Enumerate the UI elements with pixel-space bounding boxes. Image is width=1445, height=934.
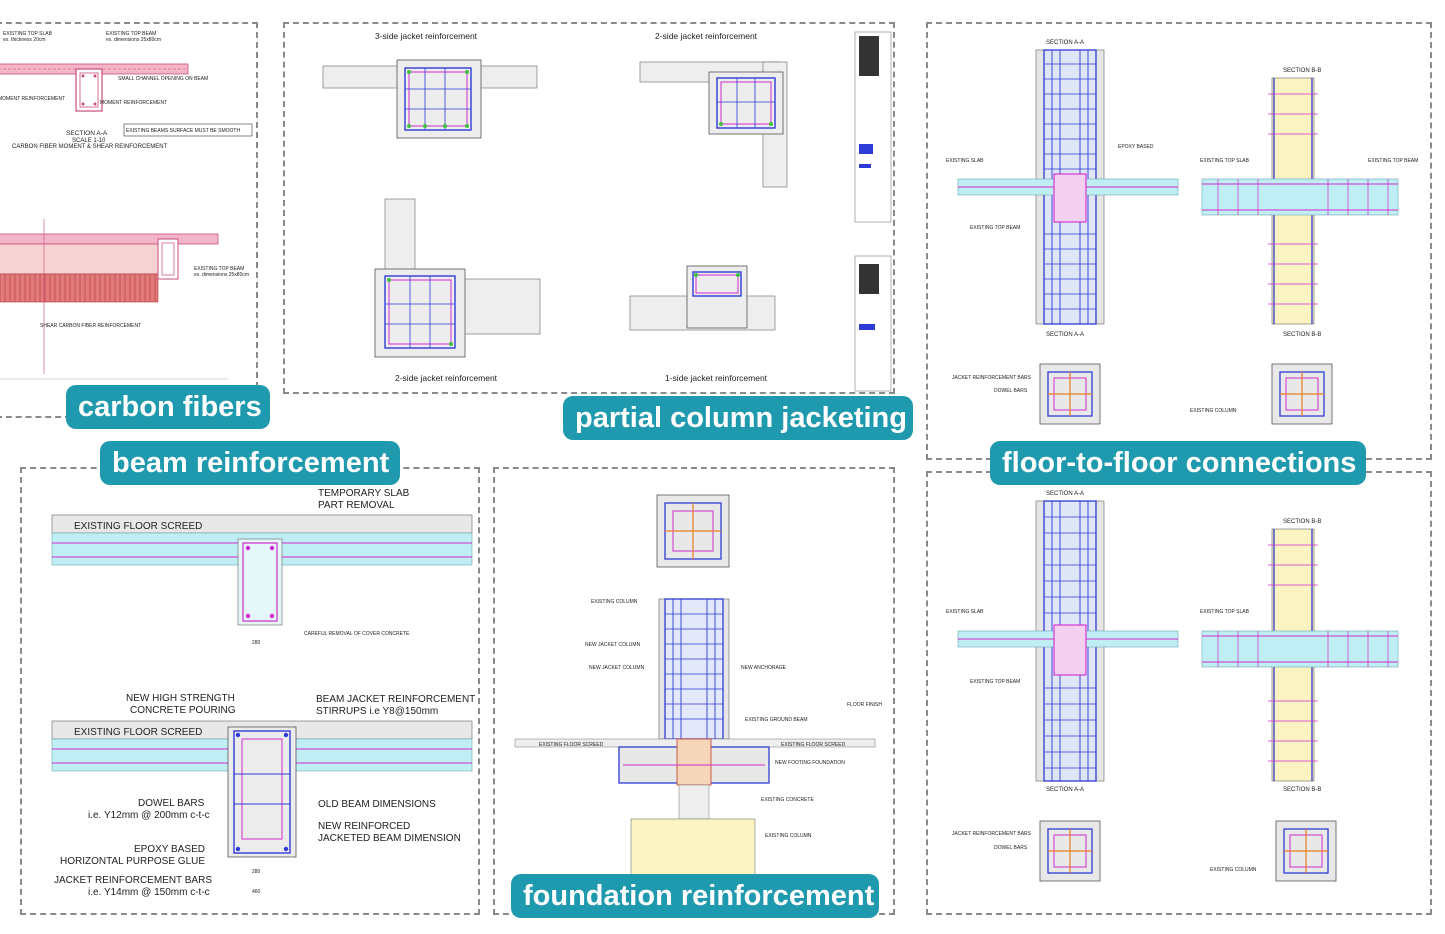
- beam-old-dimensions: OLD BEAM DIMENSIONS: [318, 799, 436, 810]
- floor2-existing-column: EXISTING COLUMN: [1210, 867, 1257, 873]
- floor-jacket-bars: JACKET REINFORCEMENT BARS: [952, 375, 1032, 381]
- floor-dowel-bars: DOWEL BARS: [994, 388, 1028, 394]
- beam-stirrups: STIRRUPS i.e Y8@150mm: [316, 706, 438, 717]
- beam-jacket-reinf: BEAM JACKET REINFORCEMENT: [316, 694, 475, 705]
- title-3side: 3-side jacket reinforcement: [375, 31, 478, 41]
- floor2-existing-top-slab: EXISTING TOP SLAB: [1200, 609, 1250, 615]
- beam-jacket-spec: i.e. Y14mm @ 150mm c-t-c: [88, 887, 210, 898]
- carbon-beam-dim: ex. dimensions 25x80cm: [106, 37, 161, 43]
- beam-jacketed-dim: JACKETED BEAM DIMENSION: [318, 833, 461, 844]
- carbon-existing-top-beam-2: EXISTING TOP BEAM: [194, 266, 244, 272]
- floor2-section-aa-top: SECTION A-A: [1046, 491, 1084, 497]
- beam-jacket-bars: JACKET REINFORCEMENT BARS: [54, 875, 212, 886]
- jacket-2side-bottom: [374, 198, 541, 358]
- beam-horizontal-glue: HORIZONTAL PURPOSE GLUE: [60, 856, 205, 867]
- beam-floor-screed-2: EXISTING FLOOR SCREED: [74, 727, 202, 738]
- floor-existing-top-slab: EXISTING TOP SLAB: [1200, 158, 1250, 164]
- beam-new-reinforced: NEW REINFORCED: [318, 821, 410, 832]
- beam-reinforcement-drawing: TEMPORARY SLAB PART REMOVAL EXISTING FLO…: [51, 488, 475, 898]
- carbon-small-channel: SMALL CHANNEL OPENING ON BEAM: [118, 76, 208, 82]
- beam-epoxy-based: EPOXY BASED: [134, 844, 205, 855]
- carbon-moment-reinf-left: MOMENT REINFORCEMENT: [0, 96, 65, 102]
- beam-concrete-pouring: CONCRETE POURING: [130, 705, 236, 716]
- title-1side: 1-side jacket reinforcement: [665, 373, 768, 383]
- floor-section-bb-top: SECTION B-B: [1283, 68, 1321, 74]
- beam-dim-460: 460: [252, 889, 261, 895]
- title-2side-bottom: 2-side jacket reinforcement: [395, 373, 498, 383]
- jacket-2side-top: [639, 61, 788, 188]
- foundation-existing-column: EXISTING COLUMN: [591, 599, 638, 605]
- floor2-jacket-bars: JACKET REINFORCEMENT BARS: [952, 831, 1032, 837]
- carbon-subtitle: CARBON FIBER MOMENT & SHEAR REINFORCEMEN…: [12, 144, 168, 150]
- floor-section-aa-top: SECTION A-A: [1046, 40, 1084, 46]
- beam-new-high-strength: NEW HIGH STRENGTH: [126, 693, 235, 704]
- carbon-shear-reinf: SHEAR CARBON FIBER REINFORCEMENT: [40, 323, 141, 329]
- carbon-section-title: SECTION A-A: [66, 130, 108, 137]
- jacket-1side: [629, 265, 776, 331]
- title-2side-top: 2-side jacket reinforcement: [655, 31, 758, 41]
- foundation-existing-footing-col: EXISTING CONCRETE: [761, 797, 814, 803]
- label-floor-to-floor-connections: floor-to-floor connections: [990, 441, 1366, 485]
- beam-part-removal: PART REMOVAL: [318, 500, 395, 511]
- beam-temp-slab: TEMPORARY SLAB: [318, 488, 410, 499]
- foundation-ground-beam: EXISTING GROUND BEAM: [745, 717, 808, 723]
- carbon-scale: SCALE 1-10: [72, 138, 106, 144]
- beam-dim-280-top: 280: [252, 640, 261, 646]
- carbon-moment-reinf: MOMENT REINFORCEMENT: [100, 100, 167, 106]
- floor-section-bb-bottom: SECTION B-B: [1283, 332, 1321, 338]
- foundation-screed-right: EXISTING FLOOR SCREED: [781, 742, 846, 748]
- carbon-beam-dim-2: ex. dimensions 25x80cm: [194, 272, 249, 278]
- foundation-new-jacket-main: NEW JACKET COLUMN: [585, 642, 641, 648]
- floor-existing-top-beam-b: EXISTING TOP BEAM: [1368, 158, 1418, 164]
- carbon-existing-top-beam: EXISTING TOP BEAM: [106, 31, 156, 37]
- label-carbon-fibers: carbon fibers: [66, 385, 270, 429]
- panel-beam-reinforcement: TEMPORARY SLAB PART REMOVAL EXISTING FLO…: [20, 467, 480, 915]
- floor-existing-column: EXISTING COLUMN: [1190, 408, 1237, 414]
- label-beam-reinforcement: beam reinforcement: [100, 441, 400, 485]
- beam-dim-280-bottom: 280: [252, 869, 261, 875]
- carbon-slab-thickness: ex. thickness 20cm: [3, 37, 46, 43]
- foundation-floor-finish: FLOOR FINISH: [847, 702, 882, 708]
- panel-floor-to-floor-bottom: SECTION A-A SECTION A-A SECTION B-B SECT…: [926, 471, 1432, 915]
- beam-dowel-spec: i.e. Y12mm @ 200mm c-t-c: [88, 810, 210, 821]
- jacket-3side: [322, 59, 538, 139]
- beam-careful-removal: CAREFUL REMOVAL OF COVER CONCRETE: [304, 631, 410, 637]
- beam-floor-screed-1: EXISTING FLOOR SCREED: [74, 521, 202, 532]
- panel-floor-to-floor-top: SECTION A-A SECTION A-A SECTION B-B SECT…: [926, 22, 1432, 460]
- floor2-existing-slab: EXISTING SLAB: [946, 609, 984, 615]
- panel-foundation-reinforcement: EXISTING COLUMN NEW JACKET COLUMN NEW JA…: [493, 467, 895, 915]
- label-foundation-reinforcement: foundation reinforcement: [511, 874, 879, 918]
- foundation-new-jacket-stirrups: NEW JACKET COLUMN: [589, 665, 645, 671]
- floor2-section-bb-bottom: SECTION B-B: [1283, 787, 1321, 793]
- floor-existing-top-beam: EXISTING TOP BEAM: [970, 225, 1020, 231]
- carbon-strips: [0, 273, 159, 303]
- floor-existing-slab: EXISTING SLAB: [946, 158, 984, 164]
- title-block: [854, 31, 892, 392]
- floor-connection-drawing-top: SECTION A-A SECTION A-A SECTION B-B SECT…: [946, 40, 1418, 425]
- beam-dowel-bars: DOWEL BARS: [138, 798, 205, 809]
- foundation-drawing: EXISTING COLUMN NEW JACKET COLUMN NEW JA…: [514, 494, 882, 876]
- floor2-section-bb-top: SECTION B-B: [1283, 519, 1321, 525]
- panel-partial-jacketing: 3-side jacket reinforcement 2-side jacke…: [283, 22, 895, 394]
- floor-section-aa-bottom: SECTION A-A: [1046, 332, 1084, 338]
- carbon-smooth-note: EXISTING BEAMS SURFACE MUST BE SMOOTH: [126, 128, 240, 134]
- foundation-existing-col-footing: EXISTING COLUMN: [765, 833, 812, 839]
- floor2-existing-top-beam: EXISTING TOP BEAM: [970, 679, 1020, 685]
- floor2-dowel-bars: DOWEL BARS: [994, 845, 1028, 851]
- foundation-screed-left: EXISTING FLOOR SCREED: [539, 742, 604, 748]
- carbon-fiber-drawing: EXISTING TOP SLAB ex. thickness 20cm EXI…: [0, 31, 253, 380]
- floor2-section-aa-bottom: SECTION A-A: [1046, 787, 1084, 793]
- panel-carbon-fibers: EXISTING TOP SLAB ex. thickness 20cm EXI…: [0, 22, 258, 418]
- label-partial-column-jacketing: partial column jacketing: [563, 396, 913, 440]
- floor-connection-drawing-bottom: SECTION A-A SECTION A-A SECTION B-B SECT…: [946, 491, 1399, 882]
- carbon-existing-top-slab: EXISTING TOP SLAB: [3, 31, 53, 37]
- foundation-new-anchorage: NEW ANCHORAGE: [741, 665, 787, 671]
- floor-epoxy-vertical: EPOXY BASED: [1118, 144, 1154, 150]
- foundation-new-footing: NEW FOOTING FOUNDATION: [775, 760, 845, 766]
- partial-jacketing-drawing: 3-side jacket reinforcement 2-side jacke…: [322, 31, 892, 392]
